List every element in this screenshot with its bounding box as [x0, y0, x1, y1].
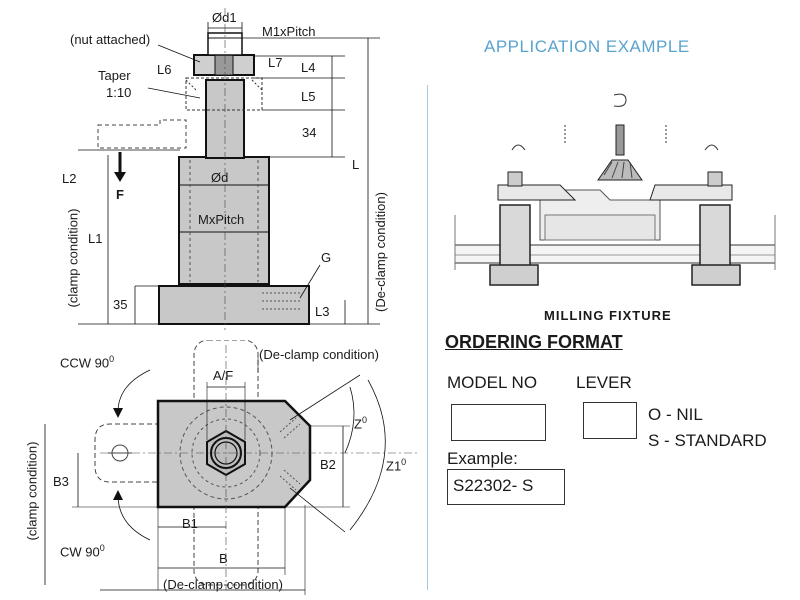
- top-view-drawing: [44, 340, 420, 595]
- label-cw: CW 900: [60, 543, 105, 560]
- label-b: B: [219, 551, 228, 566]
- model-no-label: MODEL NO: [447, 373, 538, 392]
- label-z: Z0: [354, 415, 367, 432]
- label-g: G: [321, 250, 332, 265]
- lever-option-standard: S - STANDARD: [648, 431, 767, 450]
- label-l: L: [352, 157, 360, 172]
- label-l1: L1: [88, 231, 103, 246]
- cylinder-body: [178, 156, 270, 285]
- label-m-pitch: MxPitch: [198, 212, 245, 227]
- label-d: Ød: [211, 170, 229, 185]
- lever-label: LEVER: [576, 373, 632, 392]
- label-b3: B3: [53, 474, 69, 489]
- label-af: A/F: [213, 368, 234, 383]
- lever-option-nil: O - NIL: [648, 405, 703, 424]
- label-35: 35: [113, 297, 128, 312]
- label-declamp-top: (De-clamp condition): [259, 347, 379, 362]
- application-title: APPLICATION EXAMPLE: [484, 37, 690, 56]
- label-d1: Ød1: [212, 10, 237, 25]
- label-nut-attached: (nut attached): [70, 32, 151, 47]
- label-z1: Z10: [386, 457, 407, 474]
- model-no-box: [451, 404, 546, 441]
- lever-box: [583, 402, 637, 439]
- label-l5: L5: [301, 89, 316, 104]
- divider-line: [427, 85, 428, 590]
- side-view-drawing: [78, 8, 380, 330]
- label-ccw: CCW 900: [60, 354, 115, 371]
- label-34: 34: [302, 125, 317, 140]
- milling-fixture-illustration: [454, 93, 776, 286]
- label-b1: B1: [182, 516, 198, 531]
- label-taper: Taper: [98, 68, 131, 83]
- ordering-format-title: ORDERING FORMAT: [445, 332, 623, 352]
- fixture-caption: MILLING FIXTURE: [544, 308, 672, 323]
- label-l6: L6: [157, 62, 172, 77]
- example-label: Example:: [447, 449, 518, 468]
- label-clamp-condition-side: (clamp condition): [65, 208, 81, 308]
- example-value: S22302- S: [453, 476, 534, 495]
- label-l7: L7: [268, 55, 283, 70]
- label-l3: L3: [315, 304, 330, 319]
- label-l4: L4: [301, 60, 316, 75]
- example-box: [447, 469, 565, 505]
- label-b2: B2: [320, 457, 336, 472]
- label-taper-ratio: 1:10: [106, 85, 132, 100]
- label-force-f: F: [116, 187, 124, 202]
- label-m1-pitch: M1xPitch: [262, 24, 316, 39]
- label-l2: L2: [62, 171, 77, 186]
- label-declamp-bottom: (De-clamp condition): [163, 577, 283, 592]
- base-block: [158, 285, 310, 325]
- label-clamp-condition-top: (clamp condition): [24, 441, 40, 541]
- label-declamp-condition-side: (De-clamp condition): [373, 192, 388, 312]
